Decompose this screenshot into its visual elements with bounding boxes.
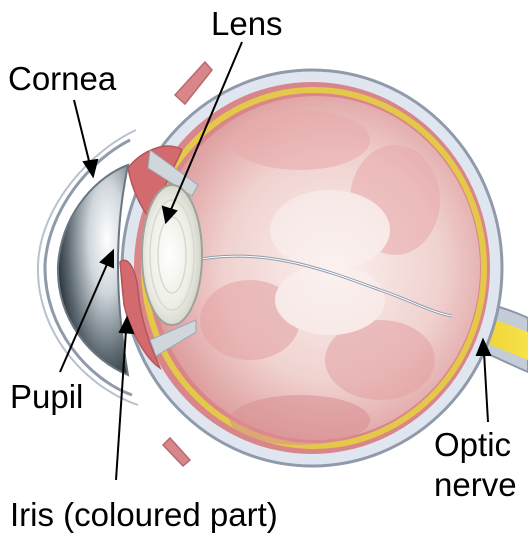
label-iris: Iris (coloured part) xyxy=(10,496,278,533)
label-cornea: Cornea xyxy=(8,60,117,97)
label-optic-nerve-line2: nerve xyxy=(434,466,517,503)
label-optic-nerve-line1: Optic xyxy=(434,426,511,463)
label-pupil: Pupil xyxy=(10,378,83,415)
label-lens: Lens xyxy=(211,5,283,42)
